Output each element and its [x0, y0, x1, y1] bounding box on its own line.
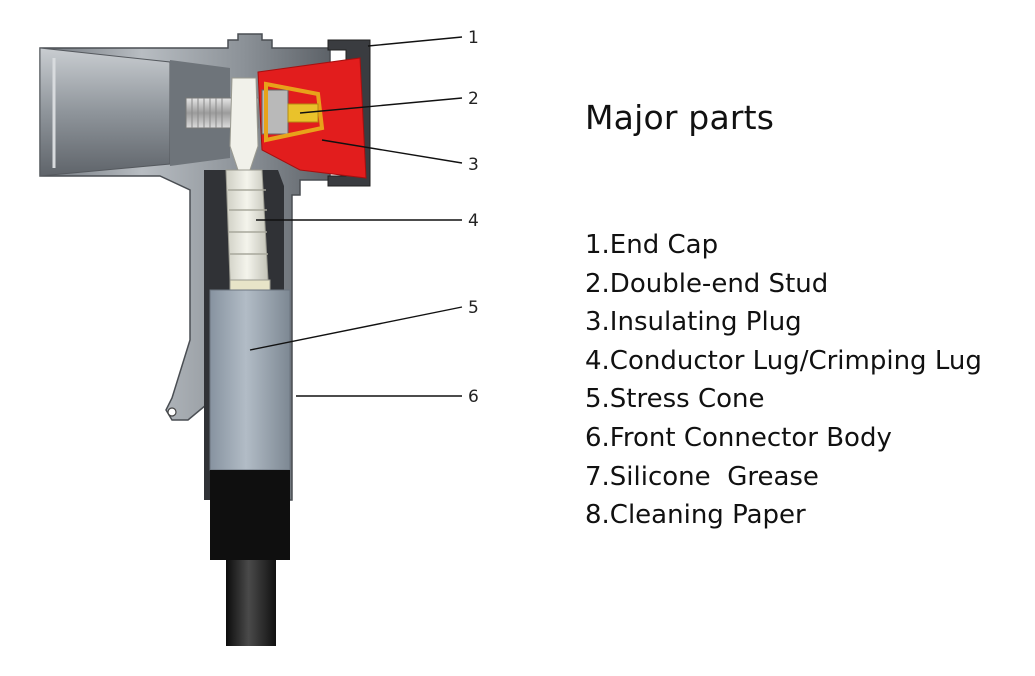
stress-cone — [209, 289, 291, 471]
leader-line-5 — [249, 306, 463, 351]
callout-number-2: 2 — [468, 89, 479, 109]
parts-list-item: 4.Conductor Lug/Crimping Lug — [585, 345, 982, 376]
parts-list-item: 6.Front Connector Body — [585, 422, 892, 453]
cable-jacket — [210, 470, 290, 560]
leader-line-3 — [321, 139, 463, 164]
major-parts-title: Major parts — [585, 98, 775, 137]
callout-number-5: 5 — [468, 298, 479, 318]
lifting-eye — [167, 407, 177, 417]
leader-line-1 — [367, 36, 463, 47]
leader-line-2 — [299, 97, 463, 114]
parts-list-item: 1.End Cap — [585, 230, 719, 260]
callout-number-3: 3 — [468, 155, 479, 175]
parts-list-item: 2.Double-end Stud — [585, 268, 829, 299]
callout-number-1: 1 — [468, 28, 479, 48]
callout-number-6: 6 — [468, 387, 479, 407]
parts-list-item: 5.Stress Cone — [585, 384, 765, 415]
connector-cross-section-diagram: 1 2 3 4 5 6 — [39, 28, 479, 646]
cable — [226, 560, 276, 646]
parts-list-item: 3.Insulating Plug — [585, 307, 802, 338]
conductor-lug — [225, 77, 271, 291]
parts-list: 1.End Cap 2.Double-end Stud 3.Insulating… — [585, 226, 982, 535]
parts-list-item: 8.Cleaning Paper — [585, 500, 806, 531]
parts-list-item: 7.Silicone Grease — [585, 461, 819, 492]
double-end-stud — [185, 81, 325, 143]
callout-number-4: 4 — [468, 211, 479, 231]
